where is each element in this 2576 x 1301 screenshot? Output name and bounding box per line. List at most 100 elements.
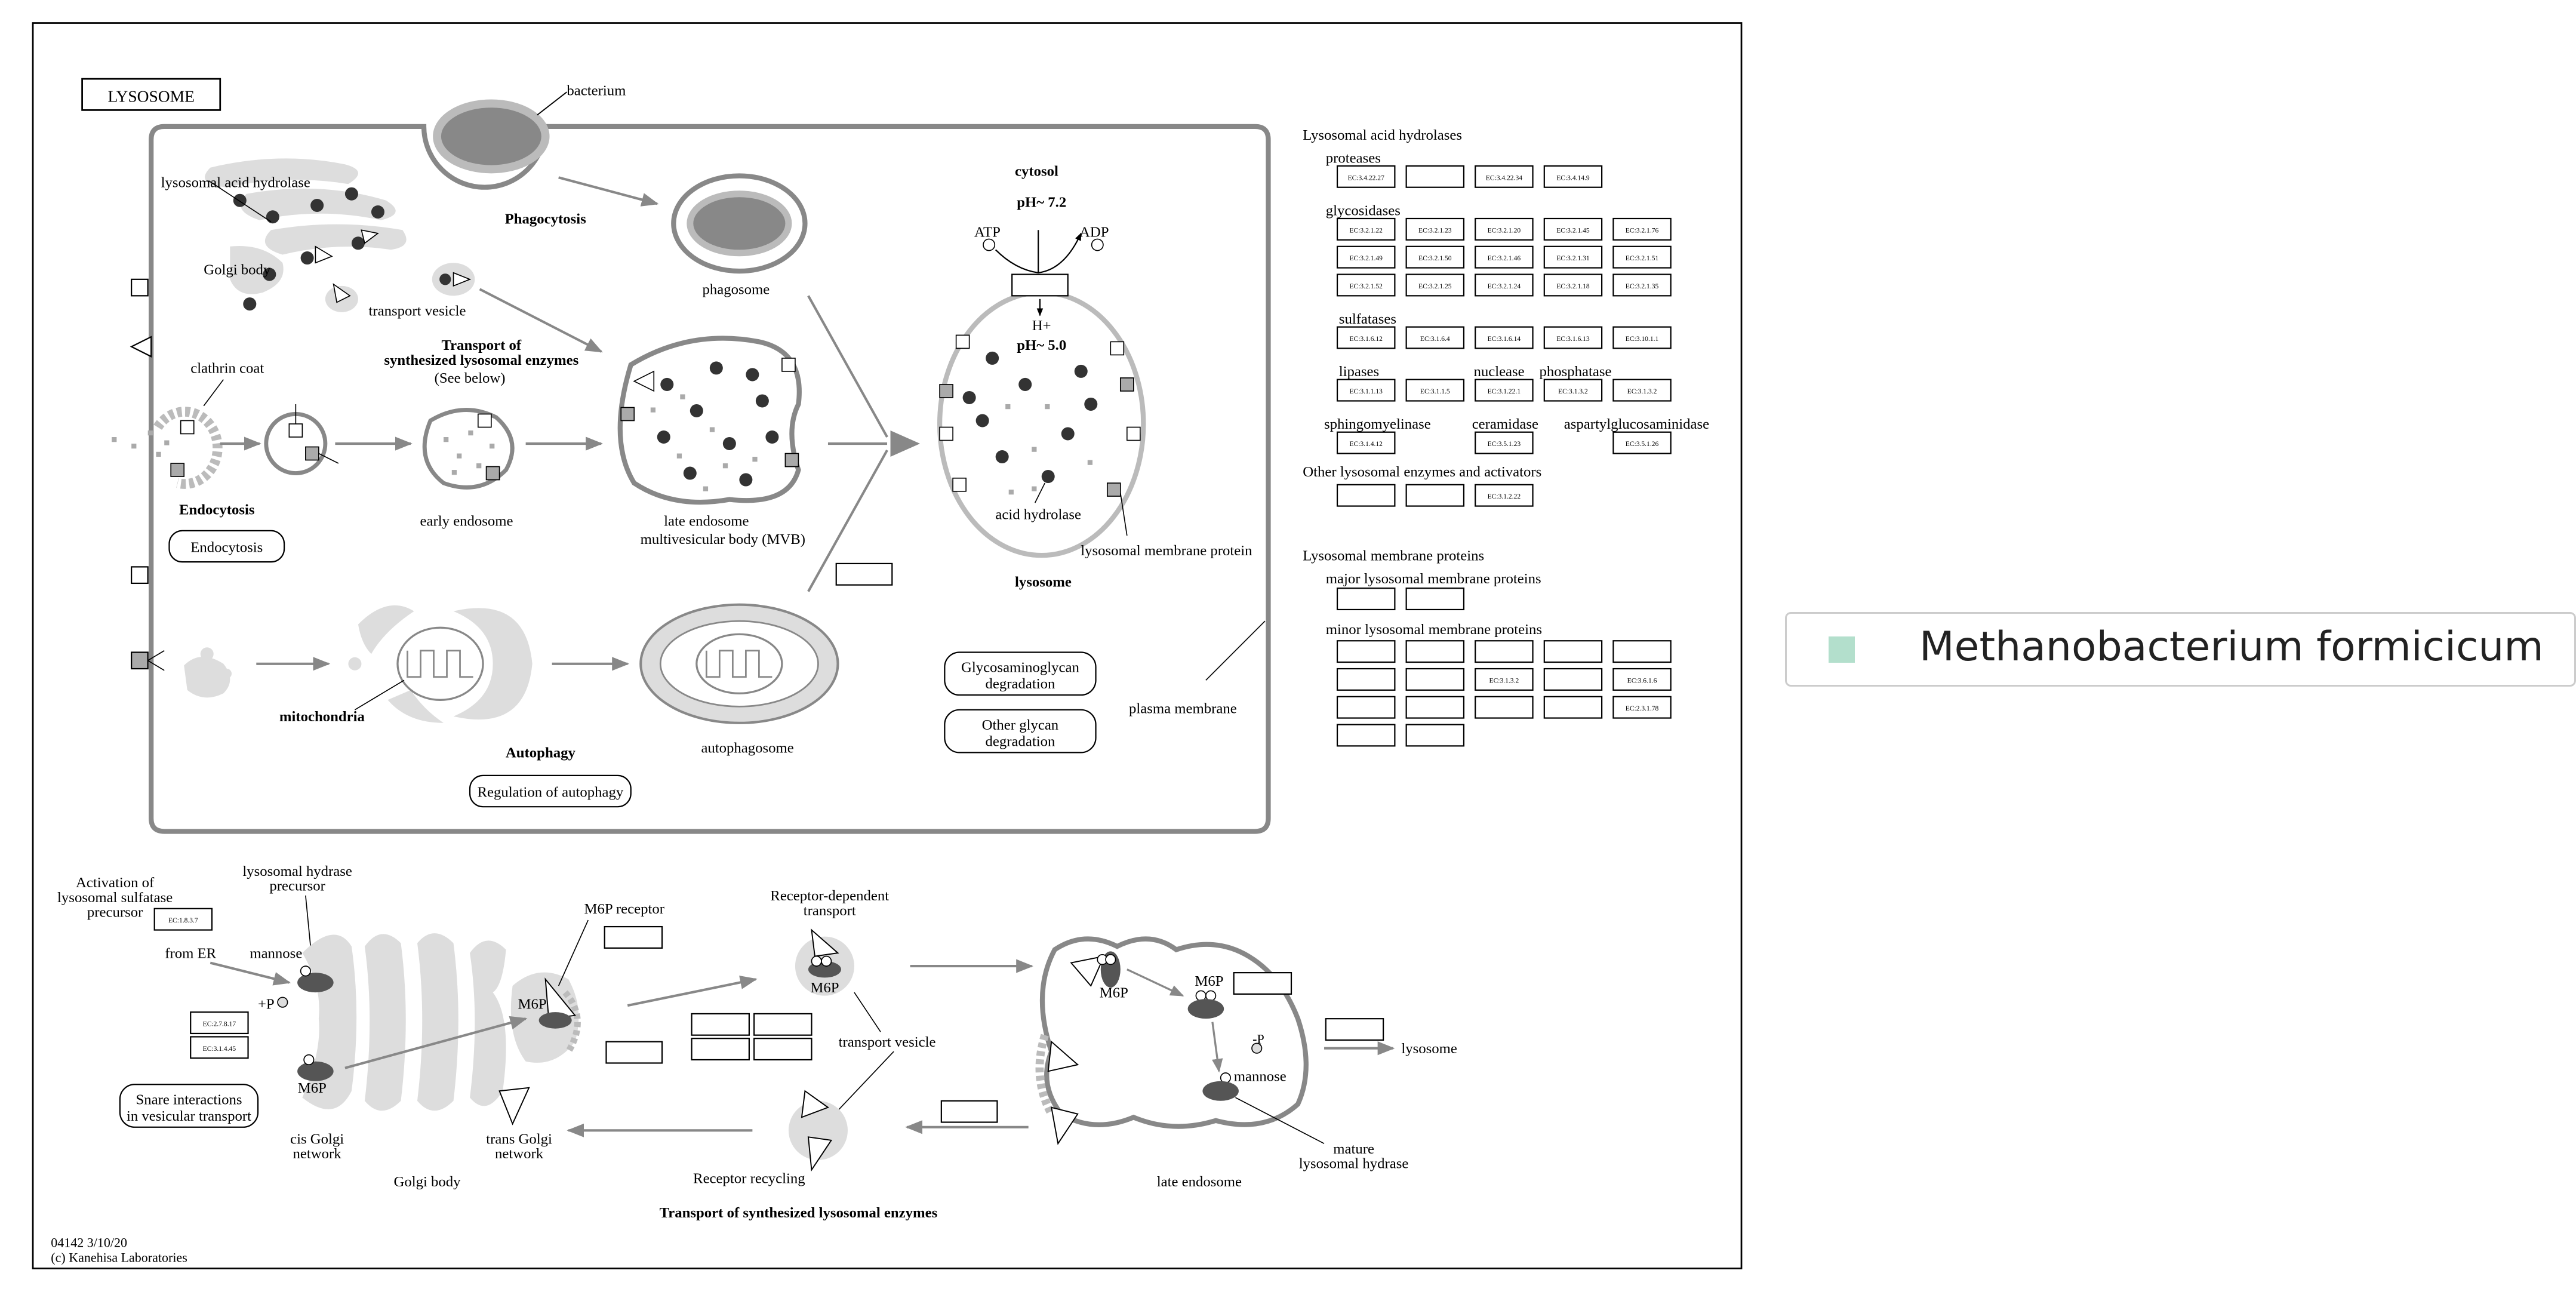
tgn-gene-box-d[interactable] [753, 1038, 812, 1061]
sulfatase-gene-box[interactable] [1475, 326, 1534, 349]
glycosidase-gene-box[interactable] [1543, 273, 1603, 297]
uncovering-enzyme-gene-box[interactable] [190, 1036, 249, 1059]
glycosidase-gene-box[interactable] [1336, 217, 1396, 241]
membrane-gene-box-1[interactable] [131, 278, 149, 297]
glycosidase-gene-box[interactable] [1612, 245, 1672, 269]
sulfatase-gene-box[interactable] [1336, 326, 1396, 349]
major-membrane-gene-1[interactable] [1336, 588, 1396, 611]
regulation-autophagy-label[interactable]: Regulation of autophagy [478, 785, 624, 801]
gag-degradation-label-1[interactable]: Glycosaminoglycan [961, 660, 1079, 676]
endocytosis-link-label[interactable]: Endocytosis [190, 540, 263, 556]
tgn-gene-box-b[interactable] [753, 1013, 812, 1036]
lipase-gene-box[interactable] [1612, 379, 1672, 402]
lipase-gene-box[interactable] [1543, 379, 1603, 402]
lysosome-membrane-gene-3[interactable] [939, 384, 953, 398]
lysosome-membrane-gene-7[interactable] [952, 477, 967, 492]
lysosome-membrane-gene-2[interactable] [1110, 341, 1125, 356]
minor-membrane-gene-box[interactable] [1612, 696, 1672, 719]
tgn-gene-box-a[interactable] [691, 1013, 750, 1036]
membrane-gene-box-3[interactable] [131, 651, 149, 670]
proton-pump-gene-box[interactable] [1011, 273, 1069, 297]
other-glycan-label-2[interactable]: degradation [986, 733, 1055, 749]
recycling-gene-box[interactable] [940, 1100, 998, 1123]
membrane-gene-box-2[interactable] [131, 566, 149, 585]
snare-label-2[interactable]: in vesicular transport [127, 1108, 251, 1124]
minor-membrane-gene-box[interactable] [1336, 696, 1396, 719]
glycosidase-gene-box[interactable] [1612, 273, 1672, 297]
lysosome-membrane-gene-4[interactable] [1119, 377, 1134, 392]
lipase-gene-box[interactable] [1475, 379, 1534, 402]
lipase-gene-box[interactable] [1336, 379, 1396, 402]
other-enzyme-gene-box[interactable] [1475, 484, 1534, 507]
glycosidase-gene-box[interactable] [1405, 273, 1465, 297]
minor-membrane-gene-box[interactable] [1543, 640, 1603, 663]
sulfatase-gene-box[interactable] [1543, 326, 1603, 349]
minor-membrane-gene-box[interactable] [1475, 640, 1534, 663]
glycosidase-gene-box[interactable] [1336, 245, 1396, 269]
sulfatase-gene-box[interactable] [1405, 326, 1465, 349]
minor-membrane-gene-box[interactable] [1475, 696, 1534, 719]
other-glycan-box[interactable] [944, 709, 1097, 753]
endocytosis-link-box[interactable] [168, 530, 285, 563]
minor-membrane-gene-box[interactable] [1336, 640, 1396, 663]
sphingo-gene-box[interactable] [1336, 431, 1396, 454]
pit-gene-box-1[interactable] [180, 420, 195, 435]
minor-membrane-gene-box[interactable] [1405, 640, 1465, 663]
glycosidase-gene-box[interactable] [1543, 217, 1603, 241]
protease-gene-box[interactable] [1475, 165, 1534, 188]
late-endosome-gene-3[interactable] [784, 453, 799, 468]
lysosome-membrane-gene-5[interactable] [939, 426, 953, 441]
glycosidase-gene-box[interactable] [1475, 245, 1534, 269]
phosphotransferase-gene-box[interactable] [190, 1011, 249, 1035]
lysosome-membrane-gene-1[interactable] [955, 334, 970, 349]
protease-gene-box[interactable] [1405, 165, 1465, 188]
tgn-gene-box[interactable] [605, 1041, 663, 1064]
protease-gene-box[interactable] [1543, 165, 1603, 188]
glycosidase-gene-box[interactable] [1405, 217, 1465, 241]
lysosome-membrane-gene-6[interactable] [1126, 426, 1141, 441]
minor-membrane-gene-box[interactable] [1543, 668, 1603, 691]
late-endosome-gene-2[interactable] [620, 407, 635, 422]
lipase-gene-box[interactable] [1405, 379, 1465, 402]
glycosidase-gene-box[interactable] [1405, 245, 1465, 269]
sulfatase-gene-box[interactable] [1612, 326, 1672, 349]
other-enzyme-gene-box[interactable] [1336, 484, 1396, 507]
major-membrane-gene-2[interactable] [1405, 588, 1465, 611]
minor-membrane-gene-box[interactable] [1612, 640, 1672, 663]
glycosidase-gene-box[interactable] [1475, 217, 1534, 241]
glycosidase-gene-box[interactable] [1475, 273, 1534, 297]
glycosidase-gene-box[interactable] [1543, 245, 1603, 269]
minor-membrane-gene-box[interactable] [1405, 724, 1465, 747]
m6p-receptor-gene-box[interactable] [604, 925, 663, 949]
other-enzyme-gene-box[interactable] [1405, 484, 1465, 507]
minor-membrane-gene-box[interactable] [1612, 668, 1672, 691]
unlabeled-gene-box-center[interactable] [835, 562, 893, 586]
glycosidase-gene-box[interactable] [1336, 273, 1396, 297]
lysosome-membrane-gene-8[interactable] [1106, 482, 1121, 497]
protease-gene-box[interactable] [1336, 165, 1396, 188]
pit-gene-box-2[interactable] [170, 463, 185, 477]
snare-label-1[interactable]: Snare interactions [136, 1091, 242, 1108]
early-endosome-gene-2[interactable] [485, 466, 500, 481]
early-endosome-gene-1[interactable] [477, 413, 492, 428]
minor-membrane-gene-box[interactable] [1336, 668, 1396, 691]
minor-membrane-gene-box[interactable] [1336, 724, 1396, 747]
snare-box[interactable] [119, 1084, 259, 1128]
sphingo-gene-box[interactable] [1612, 431, 1672, 454]
minor-membrane-gene-box[interactable] [1405, 668, 1465, 691]
gag-degradation-box[interactable] [944, 651, 1097, 696]
endocytic-vesicle-gene-2[interactable] [305, 446, 319, 461]
late-endosome-gene-1[interactable] [781, 358, 796, 372]
minor-membrane-gene-box[interactable] [1475, 668, 1534, 691]
other-glycan-label-1[interactable]: Other glycan [982, 717, 1059, 733]
minor-membrane-gene-box[interactable] [1405, 696, 1465, 719]
endocytic-vesicle-gene-1[interactable] [288, 423, 303, 438]
le-dephosphorylation-gene-box[interactable] [1233, 972, 1292, 995]
tgn-gene-box-c[interactable] [691, 1038, 750, 1061]
gag-degradation-label-2[interactable]: degradation [986, 676, 1055, 692]
to-lysosome-gene-box[interactable] [1325, 1018, 1384, 1041]
sulfatase-activation-gene-box[interactable] [153, 908, 213, 931]
regulation-autophagy-box[interactable] [469, 774, 632, 808]
sphingo-gene-box[interactable] [1475, 431, 1534, 454]
minor-membrane-gene-box[interactable] [1543, 696, 1603, 719]
